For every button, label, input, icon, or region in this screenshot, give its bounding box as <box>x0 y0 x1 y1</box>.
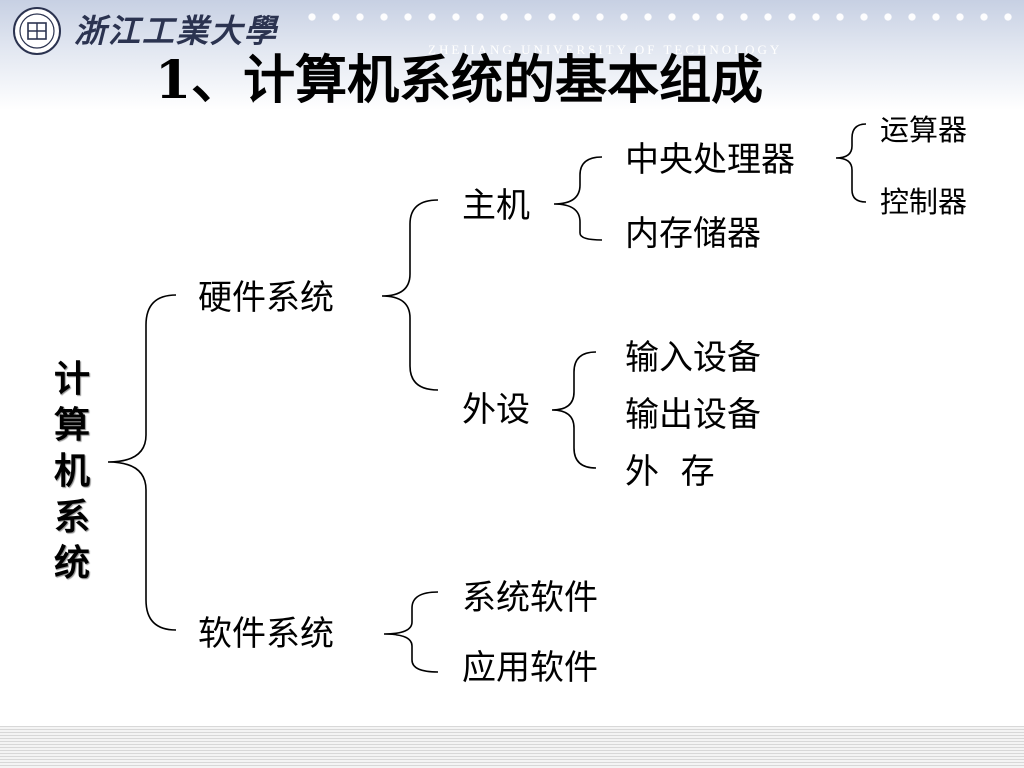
root-char: 算 <box>53 404 90 446</box>
university-english-name: ZHEJIANG UNIVERSITY OF TECHNOLOGY <box>428 42 783 57</box>
root-label-computer-system: 计 算 机 系 统 <box>52 356 92 586</box>
software-brace <box>383 591 439 673</box>
root-char: 机 <box>53 450 90 492</box>
node-software-system: 软件系统 <box>198 614 334 654</box>
node-output-device: 输出设备 <box>625 395 761 435</box>
cpu-brace <box>835 123 867 203</box>
peripheral-brace <box>551 351 597 469</box>
node-external-storage: 外 存 <box>625 452 715 492</box>
node-internal-memory: 内存储器 <box>625 214 761 254</box>
root-char: 系 <box>53 496 90 538</box>
node-hardware-system: 硬件系统 <box>198 278 334 318</box>
host-brace <box>553 156 603 241</box>
university-name: 浙江工業大學 <box>74 12 279 50</box>
slide-title: 1、计算机系统的基本组成 <box>155 50 764 111</box>
node-cpu: 中央处理器 <box>625 140 795 180</box>
node-alu: 运算器 <box>880 113 968 147</box>
node-host: 主机 <box>462 186 530 226</box>
root-brace <box>107 294 177 631</box>
university-seal-icon <box>13 7 61 55</box>
header-banner <box>0 0 1024 110</box>
banner-dot-pattern <box>300 10 1020 24</box>
root-char: 统 <box>53 542 90 584</box>
node-system-software: 系统软件 <box>462 578 598 618</box>
hardware-brace <box>381 199 439 391</box>
node-input-device: 输入设备 <box>625 338 761 378</box>
root-char: 计 <box>53 358 90 400</box>
node-controller: 控制器 <box>880 185 968 219</box>
node-peripheral: 外设 <box>462 390 530 430</box>
footer-stripe <box>0 726 1024 768</box>
node-application-software: 应用软件 <box>462 648 598 688</box>
